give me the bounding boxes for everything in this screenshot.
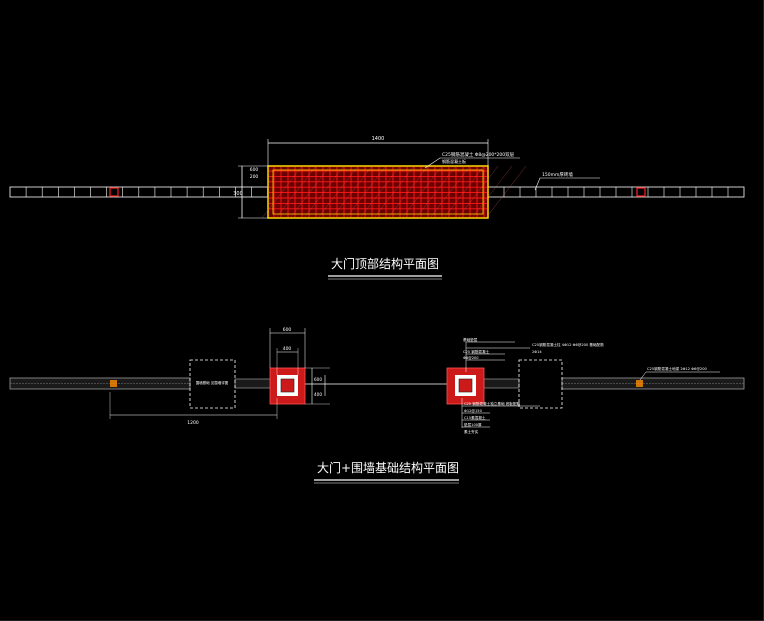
rebar-hatch [485, 165, 527, 219]
top-plan-title: 大门顶部结构平面图 [331, 256, 439, 271]
right-wall-strip [487, 186, 745, 198]
col-dim-side-text: 600 [314, 377, 322, 382]
deck-note: C25钢筋混凝土 Φ8@200*200双层 [442, 151, 515, 158]
bottom-leader-group [461, 398, 540, 428]
roof-deck-inner-frame [272, 169, 484, 215]
right-note: C25钢筋混凝土地梁 2Φ12 Φ6@200 [647, 366, 707, 371]
left-wall-strip [9, 186, 269, 198]
foundation-structure-plan: 围墙基础 见围墙详图 600 400 600 400 1200 [9, 327, 745, 484]
top-dim-width: 1400 [372, 136, 385, 142]
col-dim-inner-text: 400 [283, 346, 292, 352]
span-dim-text: 1200 [187, 420, 199, 426]
bottom-note-2: Φ12@150 [464, 409, 483, 413]
bottom-note-4: 垫层100厚 [464, 422, 482, 427]
right-strip-marker [636, 187, 646, 197]
right-foundation-marker [636, 380, 643, 387]
rebar-hatch [275, 165, 317, 219]
top-note-5: 2Φ14 [532, 350, 542, 354]
col-dim-side-b-text: 400 [314, 392, 322, 397]
roof-deck-rebar-grid [261, 165, 527, 219]
right-dashed-footing [518, 359, 563, 409]
left-dashed-footing [189, 359, 236, 409]
rebar-hatch [303, 165, 345, 219]
left-foundation-marker [110, 380, 117, 387]
rebar-hatch [387, 165, 429, 219]
bottom-note-3: C15素混凝土 [464, 415, 486, 420]
rebar-hatch [289, 165, 331, 219]
bottom-note-1: C25 钢筋混凝土独立基础 底板配筋 [464, 401, 520, 406]
rebar-hatch [317, 165, 359, 219]
col-dim-top-text: 600 [283, 327, 292, 333]
rebar-hatch [443, 165, 485, 219]
wall-note: 150mm厚砖墙 [542, 171, 573, 178]
top-note-2: C25 钢筋混凝土 [463, 349, 490, 354]
foundation-plan-title: 大门+围墙基础结构平面图 [317, 460, 459, 475]
right-link-strip [483, 378, 520, 389]
rebar-hatch [359, 165, 401, 219]
rebar-hatch [415, 165, 457, 219]
deck-leader [424, 157, 520, 169]
top-note-4: 基础垫层 [463, 337, 478, 342]
bottom-note-5: 素土夯实 [464, 429, 479, 434]
deck-note-sub: 钢筋混凝土板 [442, 158, 466, 164]
left-link-strip [234, 378, 272, 389]
right-marker-leader [639, 371, 720, 381]
rebar-hatch [345, 165, 387, 219]
top-note-3: Φ8@200 [463, 356, 479, 360]
roof-deck-frame [267, 165, 489, 219]
wall-leader [534, 177, 600, 191]
top-note-1: C25钢筋混凝土柱 4Φ12 Φ6@200 基础配筋 [532, 342, 604, 347]
top-leader-group [465, 341, 530, 372]
left-dim-side-b: 200 [250, 174, 259, 180]
rebar-hatch [471, 165, 513, 219]
rebar-hatch [429, 165, 471, 219]
rebar-hatch [261, 165, 303, 219]
rebar-hatch [401, 165, 443, 219]
top-structure-plan: 1400 300 600 200 C25钢筋混凝土 Φ8@200*200双层 钢… [9, 136, 745, 280]
left-dashed-note: 围墙基础 见围墙详图 [196, 380, 229, 385]
right-column-core [458, 378, 473, 393]
left-dim-height: 300 [233, 191, 243, 197]
rebar-hatch [373, 165, 415, 219]
left-dim-side-a: 600 [250, 167, 259, 173]
left-strip-marker [109, 187, 119, 197]
rebar-hatch [457, 165, 499, 219]
rebar-hatch [331, 165, 373, 219]
left-column-core [280, 378, 295, 393]
